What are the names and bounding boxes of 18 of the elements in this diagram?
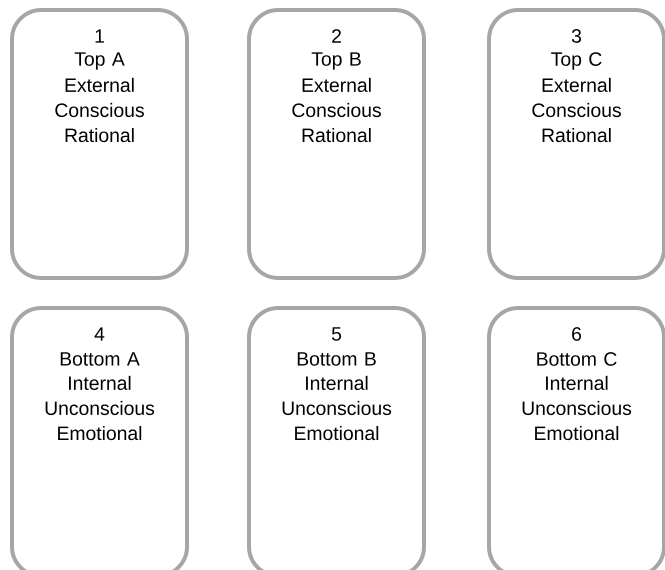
- card-title: Top B: [312, 52, 361, 70]
- card-number: 5: [332, 327, 342, 341]
- card-description: Internal Unconscious Emotional: [46, 376, 154, 440]
- card-title: Bottom A: [60, 352, 140, 366]
- card-title: Bottom B: [298, 352, 376, 366]
- card-number: 2: [332, 29, 341, 43]
- card-description: External Conscious Rational: [55, 78, 144, 142]
- card-description: Internal Unconscious Emotional: [522, 376, 632, 440]
- card-number: 3: [572, 29, 582, 43]
- card-number: 6: [572, 327, 582, 341]
- card-title: Bottom C: [537, 352, 617, 366]
- card-number: 4: [94, 327, 104, 341]
- card-title: Top C: [551, 52, 602, 70]
- card-description: Internal Unconscious Emotional: [282, 376, 392, 440]
- card-number: 1: [96, 29, 104, 43]
- card-description: External Conscious Rational: [292, 78, 381, 142]
- card-description: External Conscious Rational: [532, 78, 621, 142]
- card-title: Top A: [74, 52, 125, 70]
